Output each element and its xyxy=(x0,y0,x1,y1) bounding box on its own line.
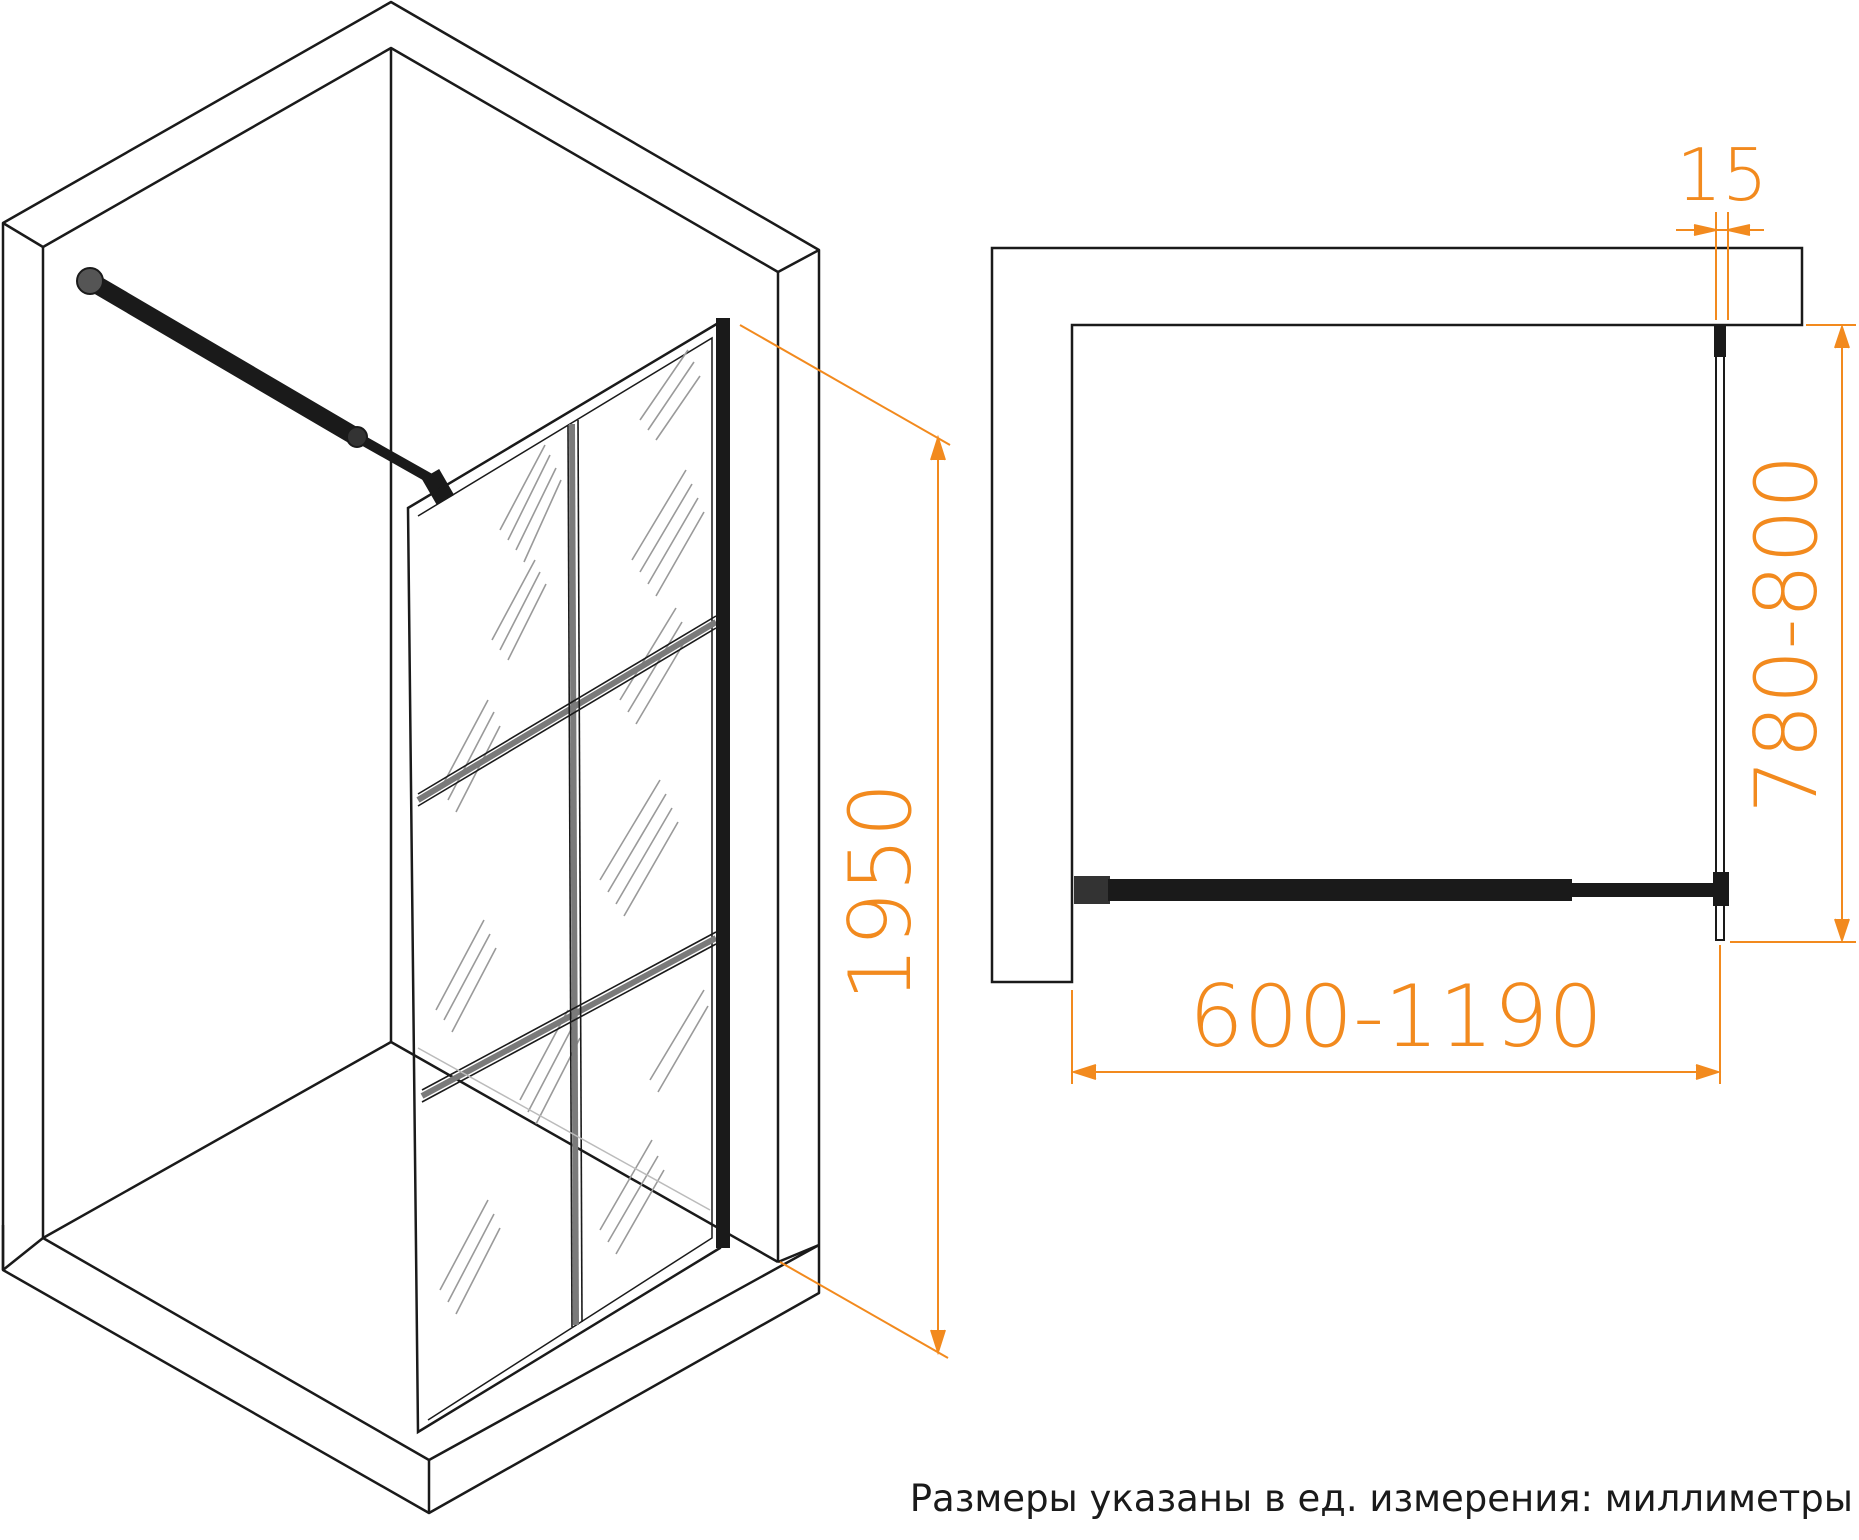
profile-dimension xyxy=(1676,212,1764,320)
plan-view xyxy=(990,246,1804,984)
wall-profile xyxy=(716,318,730,1248)
plan-bar-mount xyxy=(1074,876,1110,904)
glass-grid-frame xyxy=(416,423,718,1326)
glass-panel xyxy=(406,319,722,1435)
plan-glass xyxy=(1715,324,1725,941)
glass-grid-frame-dark xyxy=(417,419,717,1328)
width-dimension xyxy=(1070,945,1722,1084)
plan-bar xyxy=(1108,879,1572,901)
units-footnote: Размеры указаны в ед. измерения: миллиме… xyxy=(909,1477,1853,1520)
height-dimension xyxy=(739,324,951,1359)
plan-walls xyxy=(990,246,1804,984)
depth-dimension xyxy=(1730,323,1856,944)
height-label: 1950 xyxy=(831,783,931,1002)
profile-label: 15 xyxy=(1676,133,1768,217)
room-walls xyxy=(1,0,821,1515)
stabilizer-bar xyxy=(76,267,455,505)
isometric-view xyxy=(1,0,821,1515)
glass-hatching xyxy=(435,349,709,1315)
width-label: 600-1190 xyxy=(1189,967,1603,1067)
depth-label: 780-800 xyxy=(1737,454,1837,813)
